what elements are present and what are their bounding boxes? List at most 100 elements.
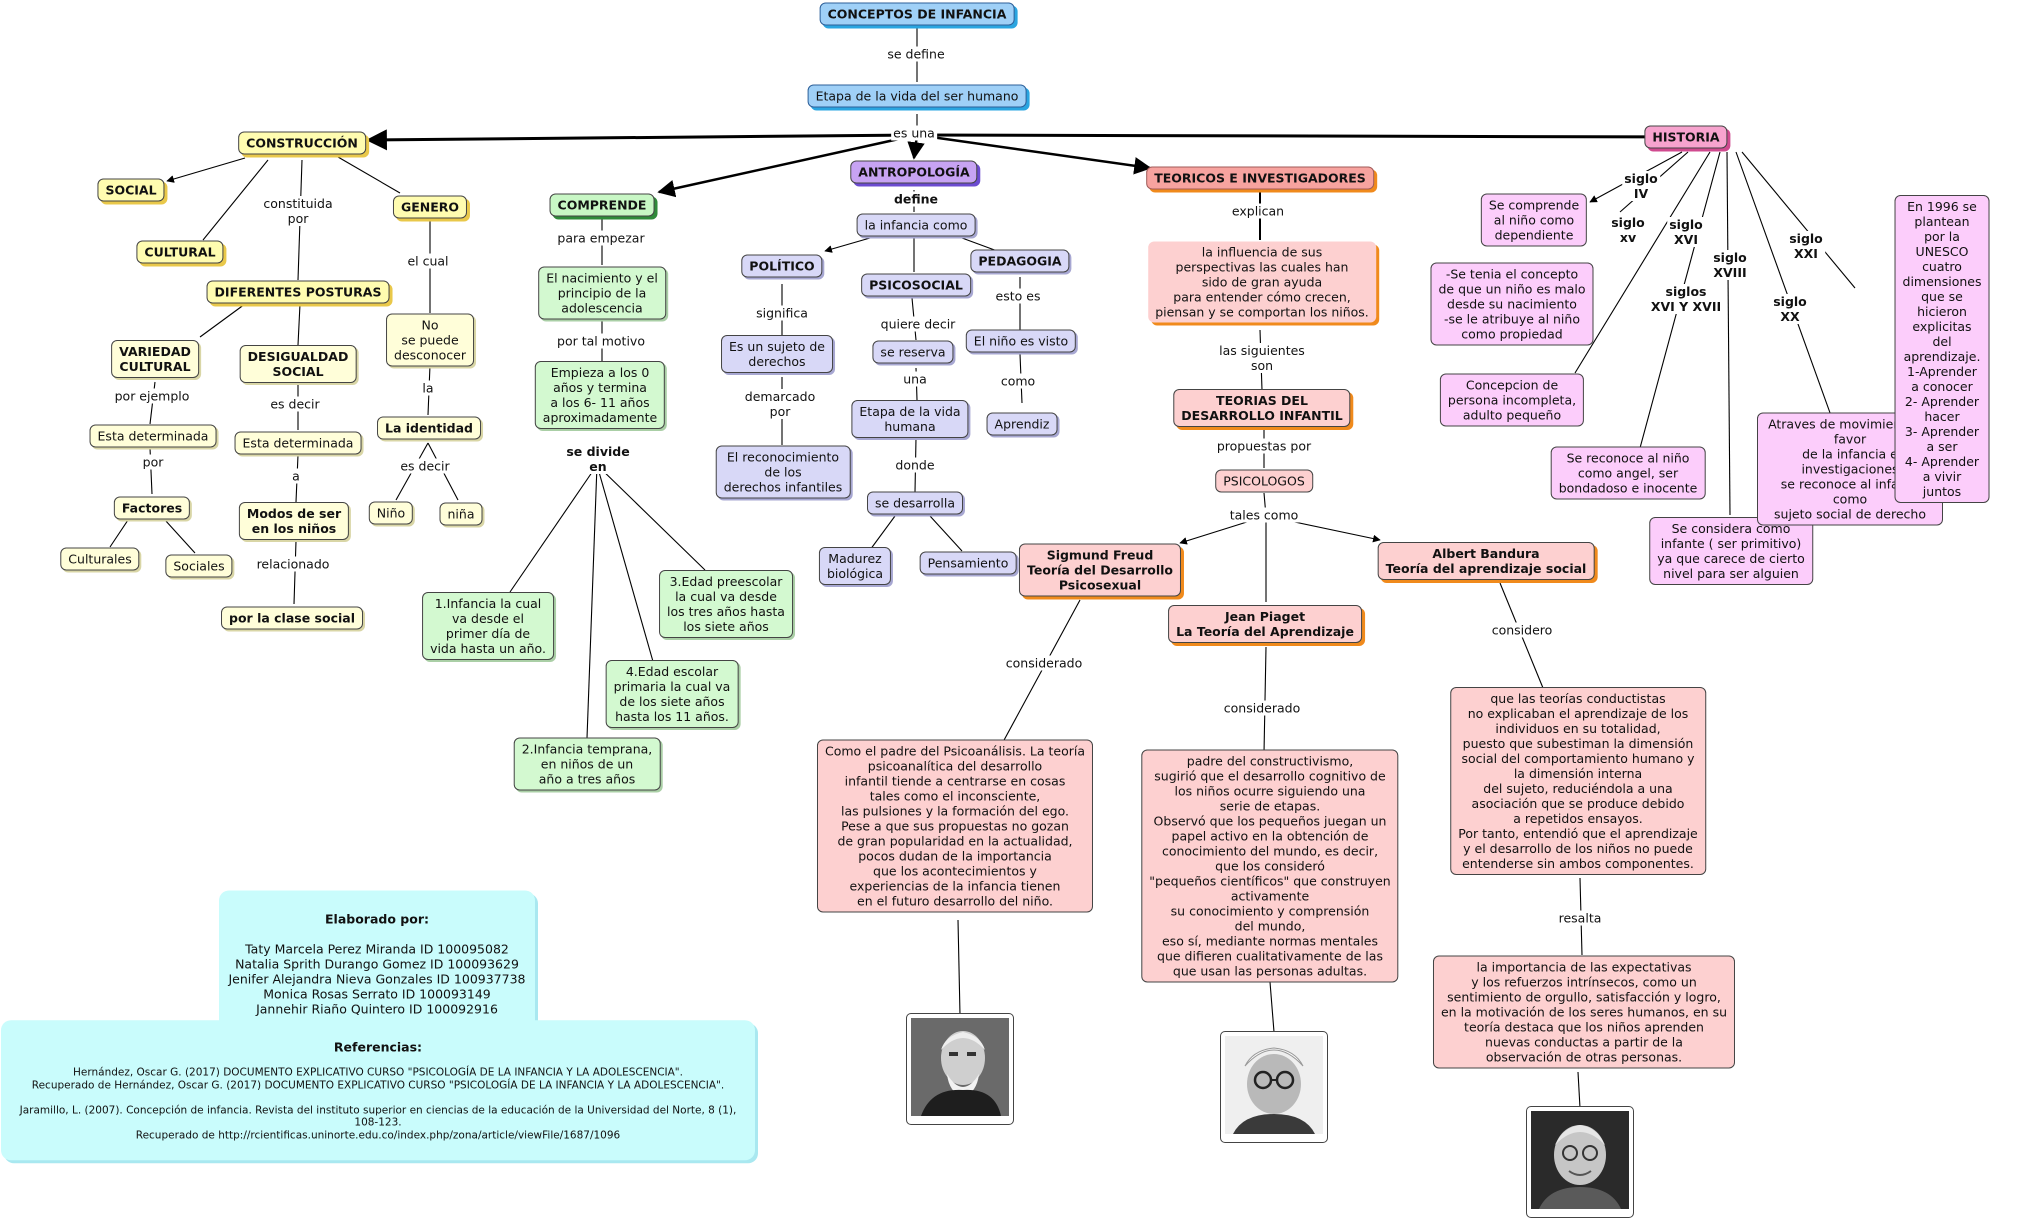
- label-siglo-xvi: siglo XVI: [1667, 217, 1705, 247]
- node-genero[interactable]: GENERO: [393, 196, 467, 219]
- node-no-se-puede-desconocer[interactable]: No se puede desconocer: [386, 314, 474, 367]
- label-considerado-2: considerado: [1222, 701, 1302, 716]
- bandura-portrait-icon: [1531, 1111, 1629, 1209]
- node-sujeto-de-derechos[interactable]: Es un sujeto de derechos: [721, 335, 833, 373]
- node-esta-determinada-1[interactable]: Esta determinada: [90, 425, 217, 448]
- label-siglo-iv: siglo IV: [1622, 171, 1660, 201]
- node-la-infancia-como[interactable]: la infancia como: [857, 214, 976, 237]
- label-es-una: es una: [891, 126, 937, 141]
- node-freud-descripcion[interactable]: Como el padre del Psicoanálisis. La teor…: [817, 740, 1093, 913]
- node-pedagogia[interactable]: PEDAGOGIA: [970, 250, 1069, 273]
- node-conceptos-infancia[interactable]: CONCEPTOS DE INFANCIA: [820, 3, 1015, 26]
- referencias-title: Referencias:: [7, 1039, 749, 1054]
- label-esto-es: esto es: [994, 289, 1043, 304]
- label-resalta: resalta: [1557, 911, 1604, 926]
- node-etapa-2-infancia-temprana[interactable]: 2.Infancia temprana, en niños de un año …: [514, 738, 661, 791]
- node-nacimiento-adolescencia[interactable]: El nacimiento y el principio de la adole…: [538, 267, 666, 320]
- node-siglo-xviii-texto[interactable]: Se considera como infante ( ser primitiv…: [1649, 517, 1813, 585]
- node-cultural[interactable]: CULTURAL: [136, 241, 223, 264]
- referencias-box: Referencias: Hernández, Oscar G. (2017) …: [1, 1020, 755, 1160]
- node-se-desarrolla[interactable]: se desarrolla: [867, 492, 963, 515]
- label-considero: considero: [1490, 623, 1555, 638]
- node-etapa-vida-ser-humano[interactable]: Etapa de la vida del ser humano: [808, 85, 1027, 108]
- label-siglo-xx: siglo XX: [1771, 294, 1809, 324]
- node-piaget-descripcion[interactable]: padre del constructivismo, sugirió que e…: [1141, 750, 1398, 983]
- label-siglos-xvi-xvii: siglos XVI Y XVII: [1649, 284, 1723, 314]
- node-desigualdad-social[interactable]: DESIGUALDAD SOCIAL: [240, 345, 357, 383]
- label-es-decir-2: es decir: [398, 459, 451, 474]
- photo-piaget: [1220, 1031, 1328, 1143]
- node-empieza-0-anos[interactable]: Empieza a los 0 años y termina a los 6- …: [535, 361, 665, 429]
- node-comprende[interactable]: COMPRENDE: [550, 194, 655, 217]
- label-las-siguientes-son: las siguientes son: [1217, 343, 1307, 373]
- photo-bandura: [1526, 1106, 1634, 1218]
- node-variedad-cultural[interactable]: VARIEDAD CULTURAL: [111, 340, 199, 378]
- node-madurez-biologica[interactable]: Madurez biológica: [819, 547, 891, 585]
- node-siglo-iv-texto[interactable]: Se comprende al niño como dependiente: [1481, 194, 1587, 247]
- node-siglo-xvi-texto[interactable]: Concepcion de persona incompleta, adulto…: [1440, 374, 1584, 427]
- node-antropologia[interactable]: ANTROPOLOGÍA: [850, 161, 977, 184]
- node-por-la-clase-social[interactable]: por la clase social: [221, 607, 363, 630]
- node-construccion[interactable]: CONSTRUCCIÓN: [238, 132, 366, 155]
- node-nino[interactable]: Niño: [369, 502, 413, 525]
- node-culturales[interactable]: Culturales: [60, 548, 139, 571]
- node-teorias-desarrollo-infantil[interactable]: TEORIAS DEL DESARROLLO INFANTIL: [1173, 389, 1350, 427]
- node-influencia-perspectivas[interactable]: la influencia de sus perspectivas las cu…: [1148, 242, 1376, 323]
- label-quiere-decir: quiere decir: [879, 317, 958, 332]
- node-el-nino-es-visto[interactable]: El niño es visto: [966, 330, 1076, 353]
- node-modos-de-ser[interactable]: Modos de ser en los niños: [239, 502, 349, 540]
- label-define: define: [892, 192, 940, 207]
- node-etapa-3-edad-preescolar[interactable]: 3.Edad preescolar la cual va desde los t…: [659, 570, 793, 638]
- node-jean-piaget[interactable]: Jean Piaget La Teoría del Aprendizaje: [1168, 605, 1362, 643]
- node-etapa-4-edad-escolar[interactable]: 4.Edad escolar primaria la cual va de lo…: [606, 660, 739, 728]
- node-se-reserva[interactable]: se reserva: [872, 341, 953, 364]
- node-albert-bandura[interactable]: Albert Bandura Teoría del aprendizaje so…: [1378, 542, 1595, 580]
- node-siglo-xv-texto[interactable]: -Se tenia el concepto de que un niño es …: [1430, 263, 1593, 346]
- label-siglo-xxi: siglo XXI: [1787, 231, 1825, 261]
- label-siglo-xviii: siglo XVIII: [1711, 250, 1749, 280]
- node-aprendiz[interactable]: Aprendiz: [987, 413, 1058, 436]
- label-por-ejemplo: por ejemplo: [113, 389, 192, 404]
- node-bandura-resalta[interactable]: la importancia de las expectativas y los…: [1433, 956, 1735, 1069]
- label-se-divide-en: se divide en: [564, 444, 631, 474]
- node-sigmund-freud[interactable]: Sigmund Freud Teoría del Desarrollo Psic…: [1019, 544, 1181, 597]
- node-etapa-1-infancia[interactable]: 1.Infancia la cual va desde el primer dí…: [422, 592, 554, 660]
- label-a: a: [290, 469, 302, 484]
- label-demarcado-por: demarcado por: [743, 389, 817, 419]
- node-siglos-xvi-xvii-texto[interactable]: Se reconoce al niño como angel, ser bond…: [1551, 447, 1706, 500]
- label-se-define: se define: [885, 47, 946, 62]
- label-siglo-xv: siglo xv: [1609, 215, 1647, 245]
- node-la-identidad[interactable]: La identidad: [377, 417, 481, 440]
- node-psicosocial[interactable]: PSICOSOCIAL: [861, 274, 971, 297]
- label-como: como: [999, 374, 1037, 389]
- node-esta-determinada-2[interactable]: Esta determinada: [235, 432, 362, 455]
- label-significa: significa: [754, 306, 810, 321]
- node-bandura-descripcion[interactable]: que las teorías conductistas no explicab…: [1450, 687, 1706, 875]
- node-pensamiento[interactable]: Pensamiento: [920, 552, 1017, 575]
- label-por-tal-motivo: por tal motivo: [555, 334, 647, 349]
- label-explican: explican: [1230, 204, 1286, 219]
- node-social[interactable]: SOCIAL: [97, 179, 164, 202]
- label-donde: donde: [893, 458, 936, 473]
- freud-portrait-icon: [911, 1018, 1009, 1116]
- node-sociales[interactable]: Sociales: [165, 555, 232, 578]
- node-psicologos[interactable]: PSICOLOGOS: [1215, 470, 1313, 493]
- node-historia[interactable]: HISTORIA: [1644, 126, 1727, 149]
- photo-freud: [906, 1013, 1014, 1125]
- label-por: por: [141, 455, 166, 470]
- node-reconocimiento-derechos[interactable]: El reconocimiento de los derechos infant…: [716, 446, 851, 499]
- label-la: la: [420, 381, 435, 396]
- node-diferentes-posturas[interactable]: DIFERENTES POSTURAS: [207, 281, 390, 304]
- node-politico[interactable]: POLÍTICO: [741, 255, 822, 278]
- node-teoricos-investigadores[interactable]: TEORICOS E INVESTIGADORES: [1146, 167, 1374, 190]
- node-etapa-vida-humana[interactable]: Etapa de la vida humana: [851, 400, 968, 438]
- piaget-portrait-icon: [1225, 1036, 1323, 1134]
- label-considerado-1: considerado: [1004, 656, 1084, 671]
- node-factores[interactable]: Factores: [114, 497, 190, 520]
- node-siglo-xxi-texto[interactable]: En 1996 se plantean por la UNESCO cuatro…: [1895, 195, 1990, 503]
- label-es-decir-1: es decir: [268, 397, 321, 412]
- node-nina[interactable]: niña: [440, 503, 483, 526]
- label-propuestas-por: propuestas por: [1215, 439, 1313, 454]
- elaborado-por-box: Elaborado por: Taty Marcela Perez Mirand…: [219, 891, 535, 1038]
- elaborado-por-title: Elaborado por:: [225, 912, 529, 927]
